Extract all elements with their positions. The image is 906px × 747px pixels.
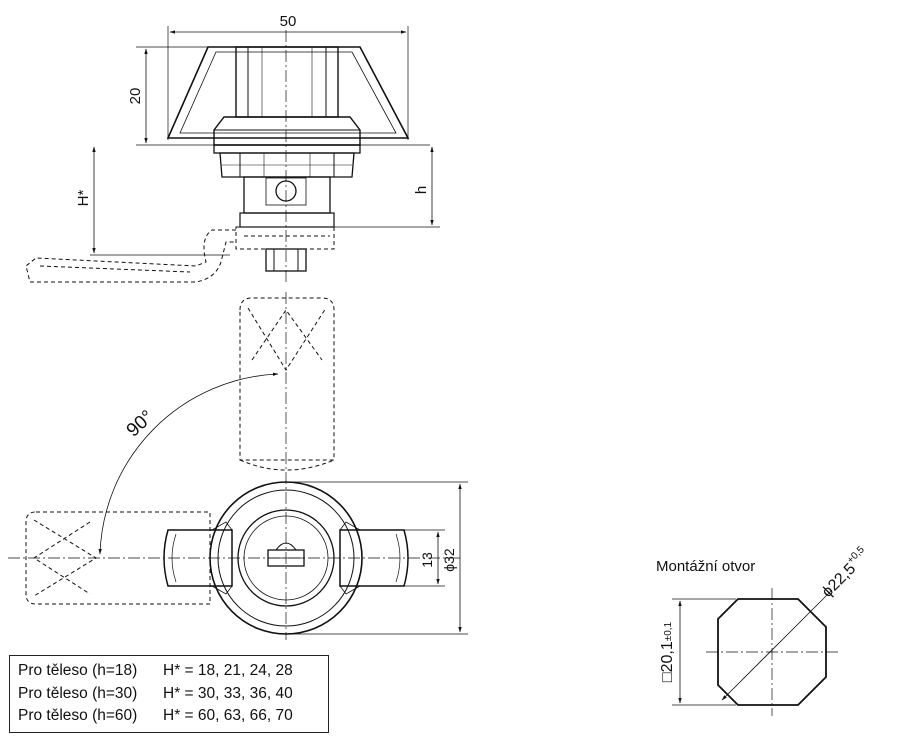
label-13: 13 — [419, 552, 435, 568]
label-angle-90: 90° — [123, 406, 158, 441]
side-view — [25, 30, 410, 283]
svg-text:□20,1±0,1: □20,1±0,1 — [659, 621, 676, 682]
top-view — [8, 292, 460, 640]
legend-body: Pro těleso (h=60) — [18, 707, 138, 724]
dimension-diameter-32 — [290, 481, 468, 635]
mounting-hole-shape — [706, 588, 840, 716]
svg-text:ϕ22,5+0,5: ϕ22,5+0,5 — [817, 544, 874, 601]
dimension-h-star — [90, 146, 230, 256]
legend-table: Pro těleso (h=18) H* = 18, 21, 24, 28 Pro… — [9, 655, 329, 733]
legend-values: H* = 18, 21, 24, 28 — [163, 662, 293, 679]
legend-row: Pro těleso (h=30) H* = 30, 33, 36, 40 — [18, 683, 328, 706]
dimension-height-20 — [136, 46, 430, 146]
label-diameter-32: ϕ32 — [441, 548, 457, 572]
label-h-star: H* — [75, 190, 92, 207]
label-diameter-22-5: ϕ22,5+0,5 — [817, 544, 874, 601]
dimension-width-50 — [167, 26, 409, 140]
legend-values: H* = 30, 33, 36, 40 — [163, 684, 293, 702]
dimension-square-20-1 — [672, 598, 736, 706]
legend-body: Pro těleso (h=30) — [18, 684, 138, 702]
dimension-13 — [370, 529, 445, 587]
mounting-hole-title: Montážní otvor — [656, 558, 755, 575]
label-square-20-1: □20,1±0,1 — [659, 621, 676, 682]
label-width-50: 50 — [280, 13, 297, 30]
legend-body: Pro těleso (h=18) — [18, 662, 138, 679]
legend-row: Pro těleso (h=60) H* = 60, 63, 66, 70 — [18, 705, 328, 728]
legend-values: H* = 60, 63, 66, 70 — [163, 707, 293, 724]
legend-row: Pro těleso (h=18) H* = 18, 21, 24, 28 — [18, 660, 328, 683]
dimension-h — [334, 146, 440, 228]
label-h: h — [413, 186, 430, 194]
label-height-20: 20 — [127, 88, 144, 105]
